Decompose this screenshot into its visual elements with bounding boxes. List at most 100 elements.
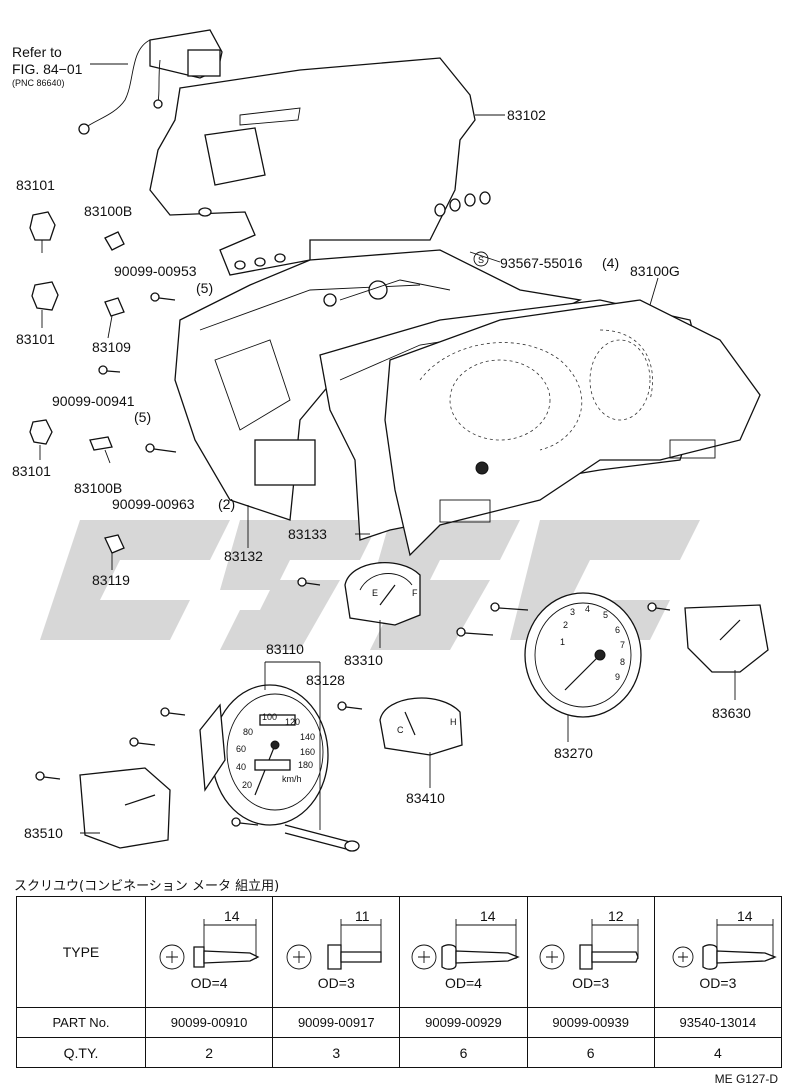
callout-83270: 83270	[554, 745, 593, 761]
fuel-mark-f: F	[412, 588, 418, 598]
od-5: OD=3	[699, 975, 737, 991]
quantity-row: Q.TY. 2 3 6 6 4	[16, 1037, 783, 1068]
speedo-mark-80: 80	[243, 727, 253, 737]
screw-type-1-icon: 14	[159, 908, 260, 970]
cluster-glass	[384, 299, 761, 557]
fuel-mark-e: E	[372, 588, 378, 598]
callout-83100B-b: 83100B	[74, 480, 122, 496]
callout-qty2: (2)	[218, 496, 235, 512]
screw-c	[490, 602, 529, 612]
svg-text:14: 14	[224, 908, 240, 924]
qty-1: 2	[144, 1037, 274, 1068]
callout-s-mark: S	[478, 255, 484, 265]
callout-83133: 83133	[288, 526, 327, 542]
type-cell-5: 14 OD=3	[653, 896, 783, 1008]
callout-90099-00941: 90099-00941	[52, 393, 135, 409]
callout-fig: FIG. 84−01	[12, 61, 83, 77]
screw-type-3-icon: 14	[411, 908, 521, 970]
tacho-mark-5: 5	[603, 610, 608, 620]
type-header: TYPE	[16, 896, 146, 1008]
footer-code: ME G127-D	[714, 1072, 778, 1086]
screw-e	[160, 707, 186, 717]
gauge-83630	[684, 604, 769, 673]
callout-90099-00953: 90099-00953	[114, 263, 197, 279]
tacho-mark-7: 7	[620, 640, 625, 650]
callout-qty5-a: (5)	[196, 280, 213, 296]
qty-header: Q.TY.	[16, 1037, 146, 1068]
callout-83110: 83110	[266, 641, 304, 657]
screw-h	[337, 701, 363, 711]
gauge-scale-labels: 100 120 80 140 60 160 40 180 20 km/h 2 3…	[236, 588, 625, 790]
screw-type-4-icon: 12	[539, 908, 639, 970]
speedo-mark-180: 180	[298, 760, 313, 770]
callout-83101-b: 83101	[16, 331, 55, 347]
s-mark-circle	[473, 251, 489, 267]
callout-refer-to: Refer to	[12, 44, 62, 60]
instrument-cluster-exploded-diagram: 100 120 80 140 60 160 40 180 20 km/h 2 3…	[12, 29, 769, 852]
speedo-cable-83128	[284, 824, 360, 852]
callout-83410: 83410	[406, 790, 445, 806]
od-3: OD=4	[444, 975, 482, 991]
screw-90099-00963	[145, 443, 177, 453]
tacho-mark-9: 9	[615, 672, 620, 682]
temp-mark-h: H	[450, 717, 457, 727]
svg-text:14: 14	[737, 908, 753, 924]
gauge-83510	[79, 767, 171, 849]
callout-83100B-a: 83100B	[84, 203, 132, 219]
qty-4: 6	[526, 1037, 655, 1068]
type-cell-4: 12 OD=3	[526, 896, 655, 1008]
speedo-mark-40: 40	[236, 762, 246, 772]
callout-83101-c: 83101	[12, 463, 51, 479]
svg-text:11: 11	[355, 908, 370, 924]
screw-90099-00941	[98, 365, 121, 375]
od-1: OD=4	[190, 975, 228, 991]
screw-g	[35, 771, 61, 781]
tacho-mark-2: 2	[563, 620, 568, 630]
speedo-mark-140: 140	[300, 732, 315, 742]
part-no-4: 90099-00939	[526, 1007, 655, 1038]
bulb-83100B-b	[89, 436, 113, 451]
callout-83510: 83510	[24, 825, 63, 841]
qty-3: 6	[399, 1037, 528, 1068]
leader-lines	[39, 114, 736, 834]
tachometer-83270	[524, 592, 642, 718]
svg-text:12: 12	[608, 908, 624, 924]
screw-90099-00953	[150, 292, 176, 302]
speedo-unit: km/h	[282, 774, 302, 784]
speedo-mark-120: 120	[285, 717, 300, 727]
tacho-mark-4: 4	[585, 604, 590, 614]
screw-table: TYPE 14 OD=4 11 OD=3	[16, 896, 783, 1068]
part-no-5: 93540-13014	[653, 1007, 783, 1038]
callout-qty5-b: (5)	[134, 409, 151, 425]
type-cell-3: 14 OD=4	[399, 896, 528, 1008]
tacho-mark-8: 8	[620, 657, 625, 667]
type-cell-2: 11 OD=3	[272, 896, 401, 1008]
type-row: TYPE 14 OD=4 11 OD=3	[16, 896, 783, 1008]
callout-90099-00963: 90099-00963	[112, 496, 195, 512]
callout-83100G: 83100G	[630, 263, 680, 279]
screw-d	[647, 602, 671, 612]
knob-83119	[104, 534, 125, 554]
screw-b	[456, 627, 494, 637]
screw-i	[231, 817, 259, 827]
callout-83630: 83630	[712, 705, 751, 721]
callout-83119: 83119	[92, 572, 130, 588]
part-no-2: 90099-00917	[272, 1007, 401, 1038]
screw-type-2-icon: 11	[286, 908, 382, 970]
part-number-row: PART No. 90099-00910 90099-00917 90099-0…	[16, 1007, 783, 1038]
od-4: OD=3	[572, 975, 610, 991]
callout-83310: 83310	[344, 652, 383, 668]
bulb-83109	[104, 297, 125, 317]
type-cell-1: 14 OD=4	[144, 896, 274, 1008]
callout-83109: 83109	[92, 339, 131, 355]
screw-f	[129, 737, 156, 747]
svg-text:14: 14	[480, 908, 496, 924]
od-2: OD=3	[317, 975, 355, 991]
temp-gauge-83410	[379, 697, 463, 756]
callout-93567-55016: 93567-55016	[500, 255, 583, 271]
bulb-83100B-a	[104, 231, 125, 251]
callout-83102: 83102	[507, 107, 546, 123]
socket-83101-c	[29, 419, 53, 445]
wire-harness	[78, 29, 223, 135]
callout-labels: Refer to FIG. 84−01 (PNC 86640) 83102 83…	[12, 44, 751, 841]
